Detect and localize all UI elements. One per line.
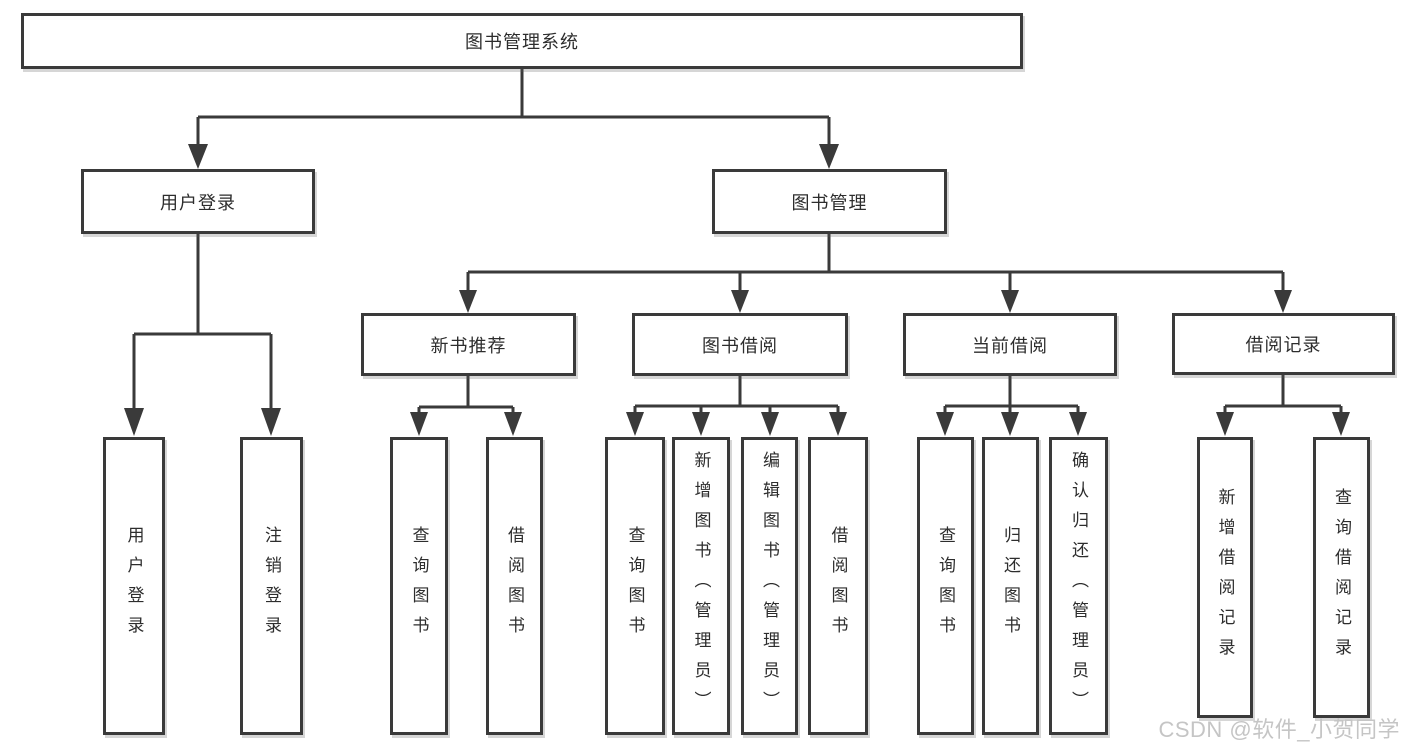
node-user-login-leaf: 用户登录 xyxy=(103,437,165,735)
node-label: 查询图书 xyxy=(936,526,955,646)
node-label: 图书管理系统 xyxy=(465,32,579,52)
node-borrowing-records: 借阅记录 xyxy=(1172,313,1395,375)
connector-current-split xyxy=(943,376,1080,414)
connector-borrowing-split xyxy=(633,376,840,414)
node-add-borrow-record: 新增借阅记录 xyxy=(1197,437,1253,718)
arrowheads-current-split xyxy=(936,412,1087,436)
node-label: 新增图书（管理员） xyxy=(691,451,711,721)
arrowheads-root-split xyxy=(188,144,839,169)
node-borrow-books-recommend: 借阅图书 xyxy=(486,437,543,735)
node-new-book-recommend: 新书推荐 xyxy=(361,313,576,376)
node-label: 图书借阅 xyxy=(702,335,778,356)
node-label: 查询图书 xyxy=(625,526,645,646)
node-label: 图书管理 xyxy=(791,192,868,213)
node-query-books-borrowing: 查询图书 xyxy=(605,437,665,735)
node-add-books-admin: 新增图书（管理员） xyxy=(672,437,730,735)
arrowheads-user-split xyxy=(124,408,281,436)
node-book-management: 图书管理 xyxy=(712,169,947,234)
node-label: 用户登录 xyxy=(160,192,236,213)
node-user-login: 用户登录 xyxy=(81,169,315,234)
node-query-books-current: 查询图书 xyxy=(917,437,974,735)
node-confirm-return-admin: 确认归还（管理员） xyxy=(1049,437,1108,735)
node-query-borrow-record: 查询借阅记录 xyxy=(1313,437,1370,718)
node-label: 借阅图书 xyxy=(828,526,848,646)
node-label: 查询图书 xyxy=(409,526,429,646)
node-edit-books-admin: 编辑图书（管理员） xyxy=(741,437,798,735)
node-query-books-recommend: 查询图书 xyxy=(390,437,448,735)
connector-root-split xyxy=(196,69,831,146)
connector-recommend-split xyxy=(417,376,515,414)
node-label: 新书推荐 xyxy=(430,335,507,356)
node-current-borrowing: 当前借阅 xyxy=(903,313,1117,376)
arrowheads-recommend-split xyxy=(410,412,522,436)
node-logout-leaf: 注销登录 xyxy=(240,437,303,735)
node-label: 归还图书 xyxy=(1001,526,1020,646)
node-label: 查询借阅记录 xyxy=(1332,487,1351,668)
node-return-books: 归还图书 xyxy=(982,437,1039,735)
node-label: 注销登录 xyxy=(262,526,281,646)
node-label: 借阅记录 xyxy=(1245,335,1322,355)
node-label: 编辑图书（管理员） xyxy=(760,451,779,721)
node-label: 借阅图书 xyxy=(505,526,524,646)
connector-mgmt-split xyxy=(466,233,1285,292)
node-label: 确认归还（管理员） xyxy=(1069,451,1088,721)
node-root: 图书管理系统 xyxy=(21,13,1023,69)
connector-records-split xyxy=(1223,375,1343,414)
arrowheads-mgmt-split xyxy=(459,290,1292,313)
connector-user-split xyxy=(132,233,273,410)
arrowheads-records-split xyxy=(1216,412,1350,436)
arrowheads-borrowing-split xyxy=(626,412,847,436)
node-book-borrowing: 图书借阅 xyxy=(632,313,848,376)
node-label: 用户登录 xyxy=(124,526,144,646)
node-label: 新增借阅记录 xyxy=(1215,487,1235,668)
watermark: CSDN @软件_小贺同学 xyxy=(1158,717,1400,742)
node-borrow-books-borrowing: 借阅图书 xyxy=(808,437,868,735)
node-label: 当前借阅 xyxy=(972,335,1048,356)
